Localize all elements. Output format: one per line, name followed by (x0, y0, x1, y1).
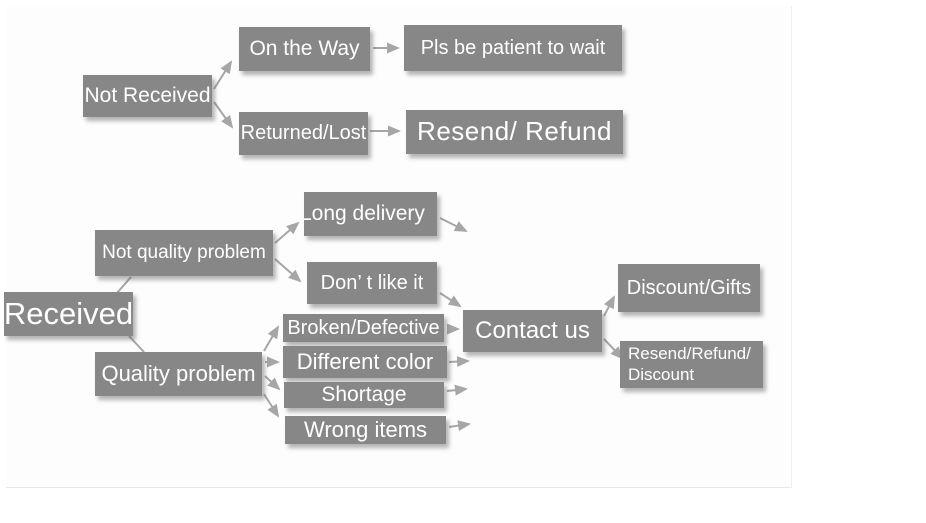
node-on-the-way: On the Way (239, 27, 370, 71)
arrow-dont-like-to-contact-us (439, 292, 462, 308)
arrow-not-quality-to-long-delivery (274, 221, 300, 244)
arrow-contact-us-to-discount-gifts (603, 295, 615, 317)
node-not-received: Not Received (83, 75, 212, 117)
node-discount-gifts: Discount/Gifts (618, 264, 760, 312)
node-resend-refund: Resend/ Refund (406, 110, 623, 154)
arrow-different-color-dangling (448, 356, 470, 368)
arrow-shortage-dangling (446, 384, 468, 396)
node-shortage: Shortage (284, 382, 444, 408)
node-contact-us: Contact us (463, 310, 602, 352)
line-received-to-not-quality (116, 276, 132, 294)
arrow-not-received-to-on-the-way (213, 60, 233, 90)
arrow-wrong-items-dangling (448, 420, 471, 432)
arrow-contact-us-to-resend-discount (603, 338, 624, 360)
node-quality-problem: Quality problem (95, 352, 262, 396)
arrow-quality-to-wrong-items (263, 393, 280, 418)
arrow-quality-to-shortage (264, 375, 281, 391)
arrow-long-delivery-dangling (439, 217, 468, 232)
node-long-delivery: Long delivery (304, 192, 437, 236)
node-returned-lost: Returned/Lost (239, 112, 368, 155)
node-broken-defective: Broken/Defective (283, 314, 444, 342)
node-received: Received (4, 292, 133, 336)
arrow-not-quality-to-dont-like (274, 258, 302, 283)
node-resend-refund-discount-line1: Resend/Refund/ (628, 344, 751, 364)
node-not-quality-problem: Not quality problem (95, 230, 273, 276)
node-different-color: Different color (283, 346, 447, 378)
node-resend-refund-discount-line2: Discount (628, 364, 695, 384)
node-pls-be-patient: Pls be patient to wait (404, 25, 622, 71)
node-dont-like-it: Don’ t like it (307, 262, 437, 304)
arrow-not-received-to-returned-lost (213, 101, 234, 129)
node-wrong-items: Wrong items (285, 416, 446, 444)
node-resend-refund-discount: Resend/Refund/ Discount (620, 341, 763, 388)
arrow-quality-to-broken (263, 325, 280, 352)
line-received-to-quality (128, 335, 145, 353)
